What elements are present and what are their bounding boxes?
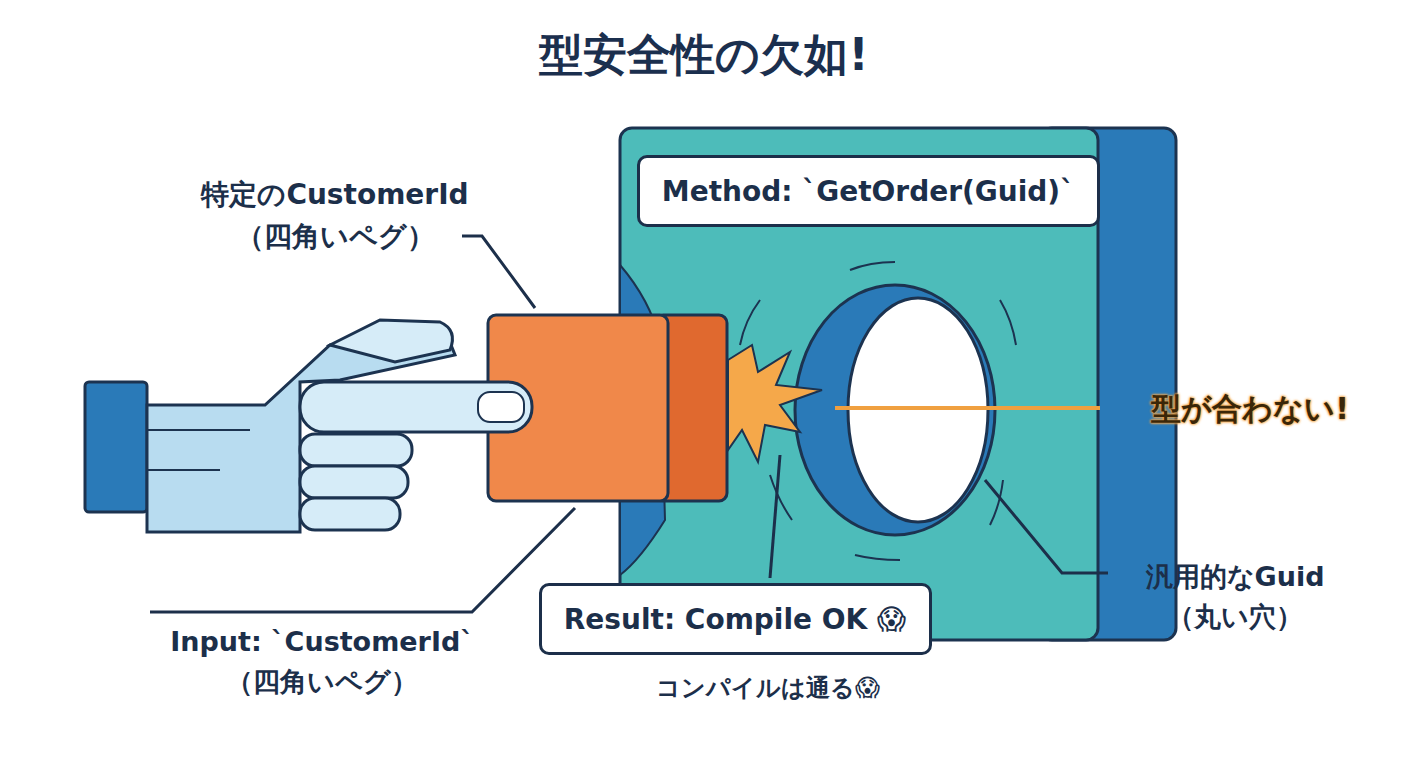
illustration-part: [85, 382, 147, 512]
mismatch-leader: [835, 406, 1100, 410]
illustration-part: [770, 455, 780, 578]
illustration-part: [620, 128, 1098, 640]
illustration-part: [985, 480, 1108, 573]
illustration-part: [478, 392, 524, 422]
illustration-part: [150, 508, 575, 612]
box-text: Method: `GetOrder(Guid)`: [662, 175, 1074, 208]
hole-label: 汎用的なGuid （丸い穴）: [1115, 557, 1355, 638]
illustration-part: [300, 382, 532, 432]
illustration-part: [300, 498, 400, 530]
box-text: Result: Compile OK 😱: [564, 603, 906, 636]
method-box: Method: `GetOrder(Guid)`: [637, 155, 1100, 227]
leader-lines: [150, 236, 1108, 612]
peg-label: 特定のCustomerId （四角いペグ）: [185, 174, 485, 258]
input-label: Input: `CustomerId` （四角いペグ）: [142, 622, 502, 703]
mismatch-label: 型が合わない!: [1100, 386, 1400, 431]
illustration-part: [300, 466, 408, 498]
method-box: Result: Compile OK 😱: [539, 583, 932, 655]
illustration-part: [147, 430, 250, 470]
illustration-part: [462, 236, 535, 308]
illustration-part: [300, 434, 412, 466]
compile-note: コンパイルは通る😱: [588, 670, 948, 706]
title: 型安全性の欠如!: [539, 22, 868, 88]
impact-burst: [728, 345, 822, 462]
pushing-hand: [85, 320, 532, 532]
method-housing: [620, 128, 1176, 640]
illustration-part: [330, 320, 452, 362]
